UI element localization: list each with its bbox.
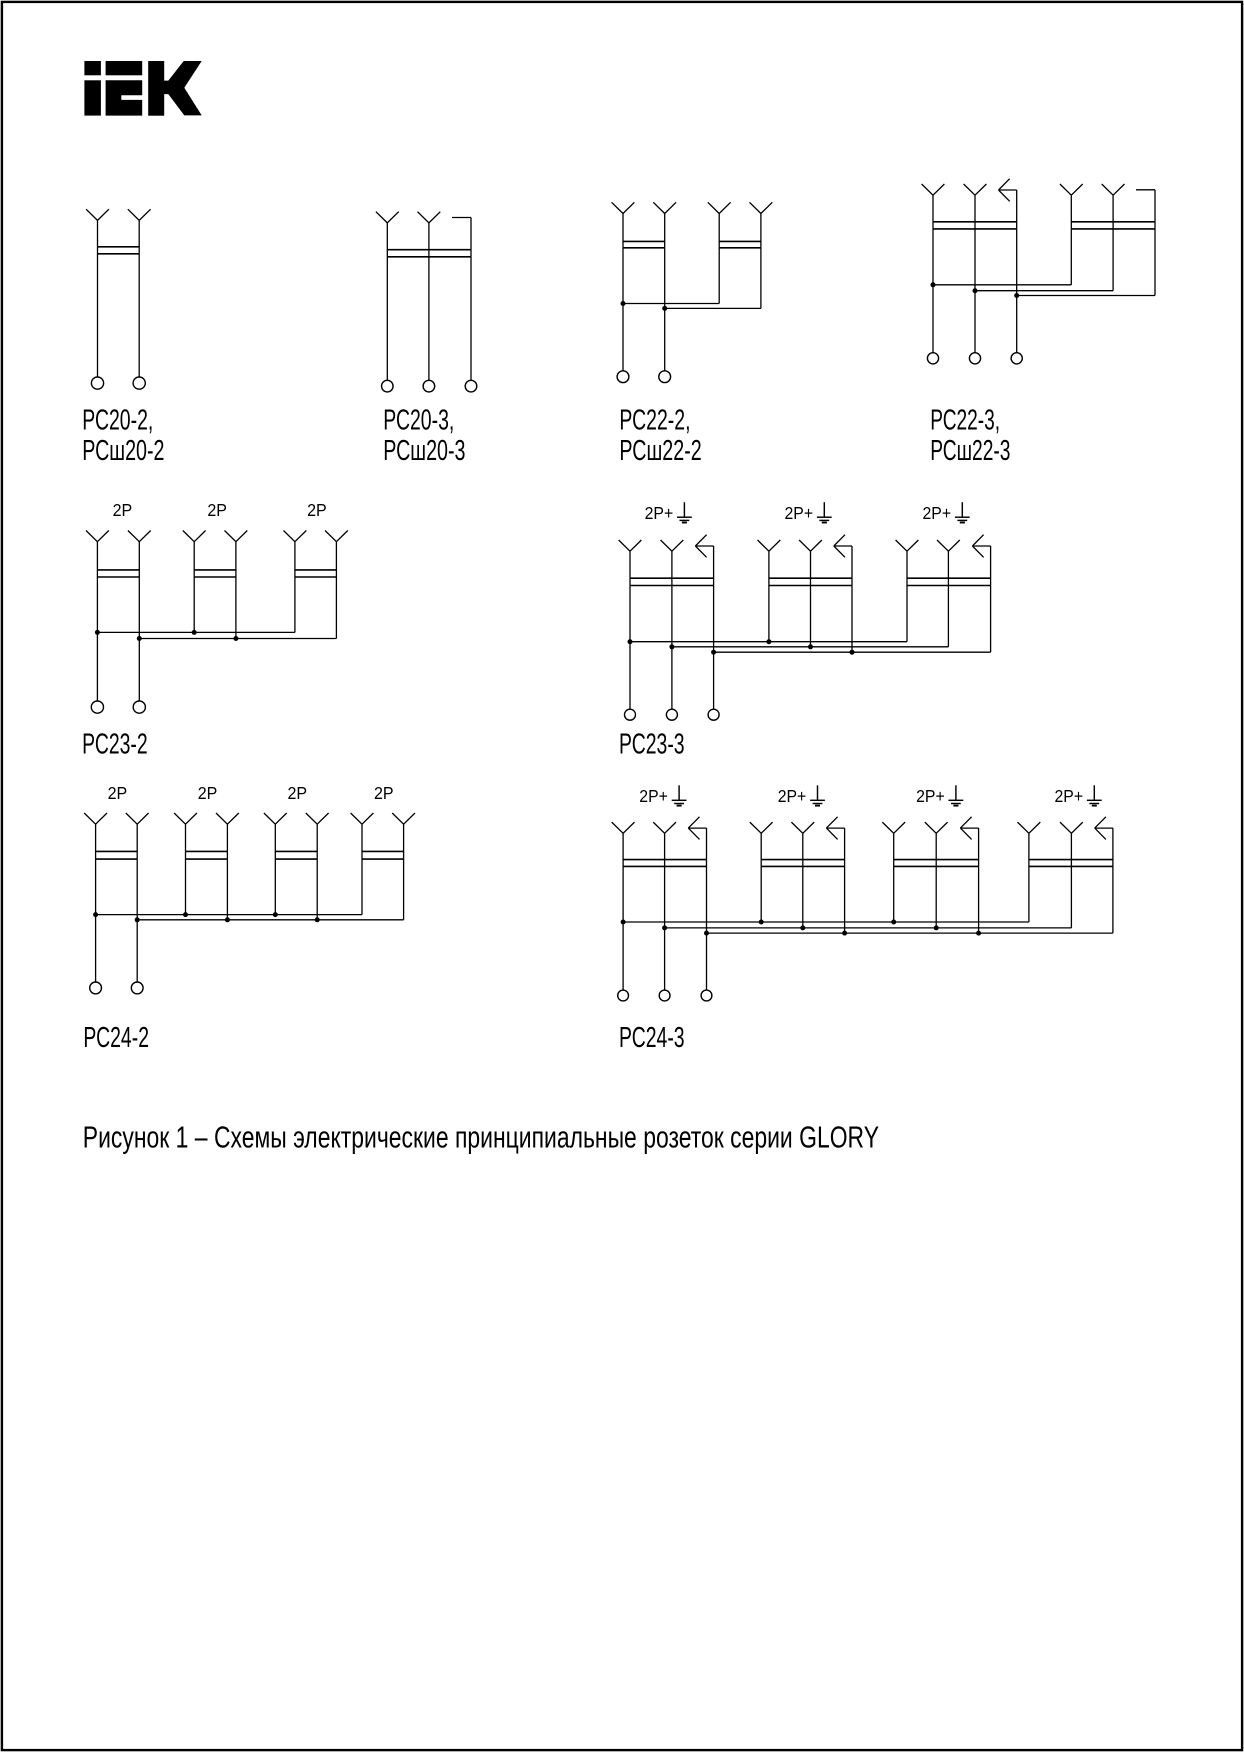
- svg-text:2Р: 2Р: [113, 500, 133, 520]
- svg-text:РС22-2,: РС22-2,: [619, 405, 690, 437]
- svg-text:РС24-3: РС24-3: [619, 1022, 685, 1054]
- svg-text:2Р+: 2Р+: [639, 786, 668, 806]
- svg-text:2Р: 2Р: [207, 500, 227, 520]
- svg-text:РСш20-2: РСш20-2: [82, 435, 164, 467]
- svg-text:РС24-2: РС24-2: [83, 1022, 149, 1054]
- svg-text:2Р+: 2Р+: [1055, 786, 1084, 806]
- svg-text:2Р: 2Р: [288, 783, 308, 803]
- svg-text:2Р: 2Р: [374, 783, 394, 803]
- svg-text:2Р+: 2Р+: [645, 503, 674, 523]
- svg-text:2Р: 2Р: [307, 500, 327, 520]
- svg-text:РСш22-3: РСш22-3: [930, 435, 1010, 467]
- svg-text:РСш20-3: РСш20-3: [383, 435, 465, 467]
- svg-text:2Р: 2Р: [108, 783, 128, 803]
- svg-text:2Р+: 2Р+: [785, 503, 814, 523]
- svg-text:2Р+: 2Р+: [778, 786, 807, 806]
- svg-text:РСш22-2: РСш22-2: [619, 435, 701, 467]
- svg-text:РС23-2: РС23-2: [82, 729, 148, 761]
- svg-text:РС22-3,: РС22-3,: [930, 405, 1000, 437]
- svg-text:РС20-3,: РС20-3,: [383, 405, 454, 437]
- svg-text:РС20-2,: РС20-2,: [82, 405, 153, 437]
- svg-text:2Р: 2Р: [198, 783, 218, 803]
- svg-text:РС23-3: РС23-3: [619, 729, 685, 761]
- svg-text:2Р+: 2Р+: [916, 786, 945, 806]
- svg-text:Рисунок 1 – Схемы электрически: Рисунок 1 – Схемы электрические принципи…: [83, 1120, 879, 1155]
- svg-text:2Р+: 2Р+: [923, 503, 952, 523]
